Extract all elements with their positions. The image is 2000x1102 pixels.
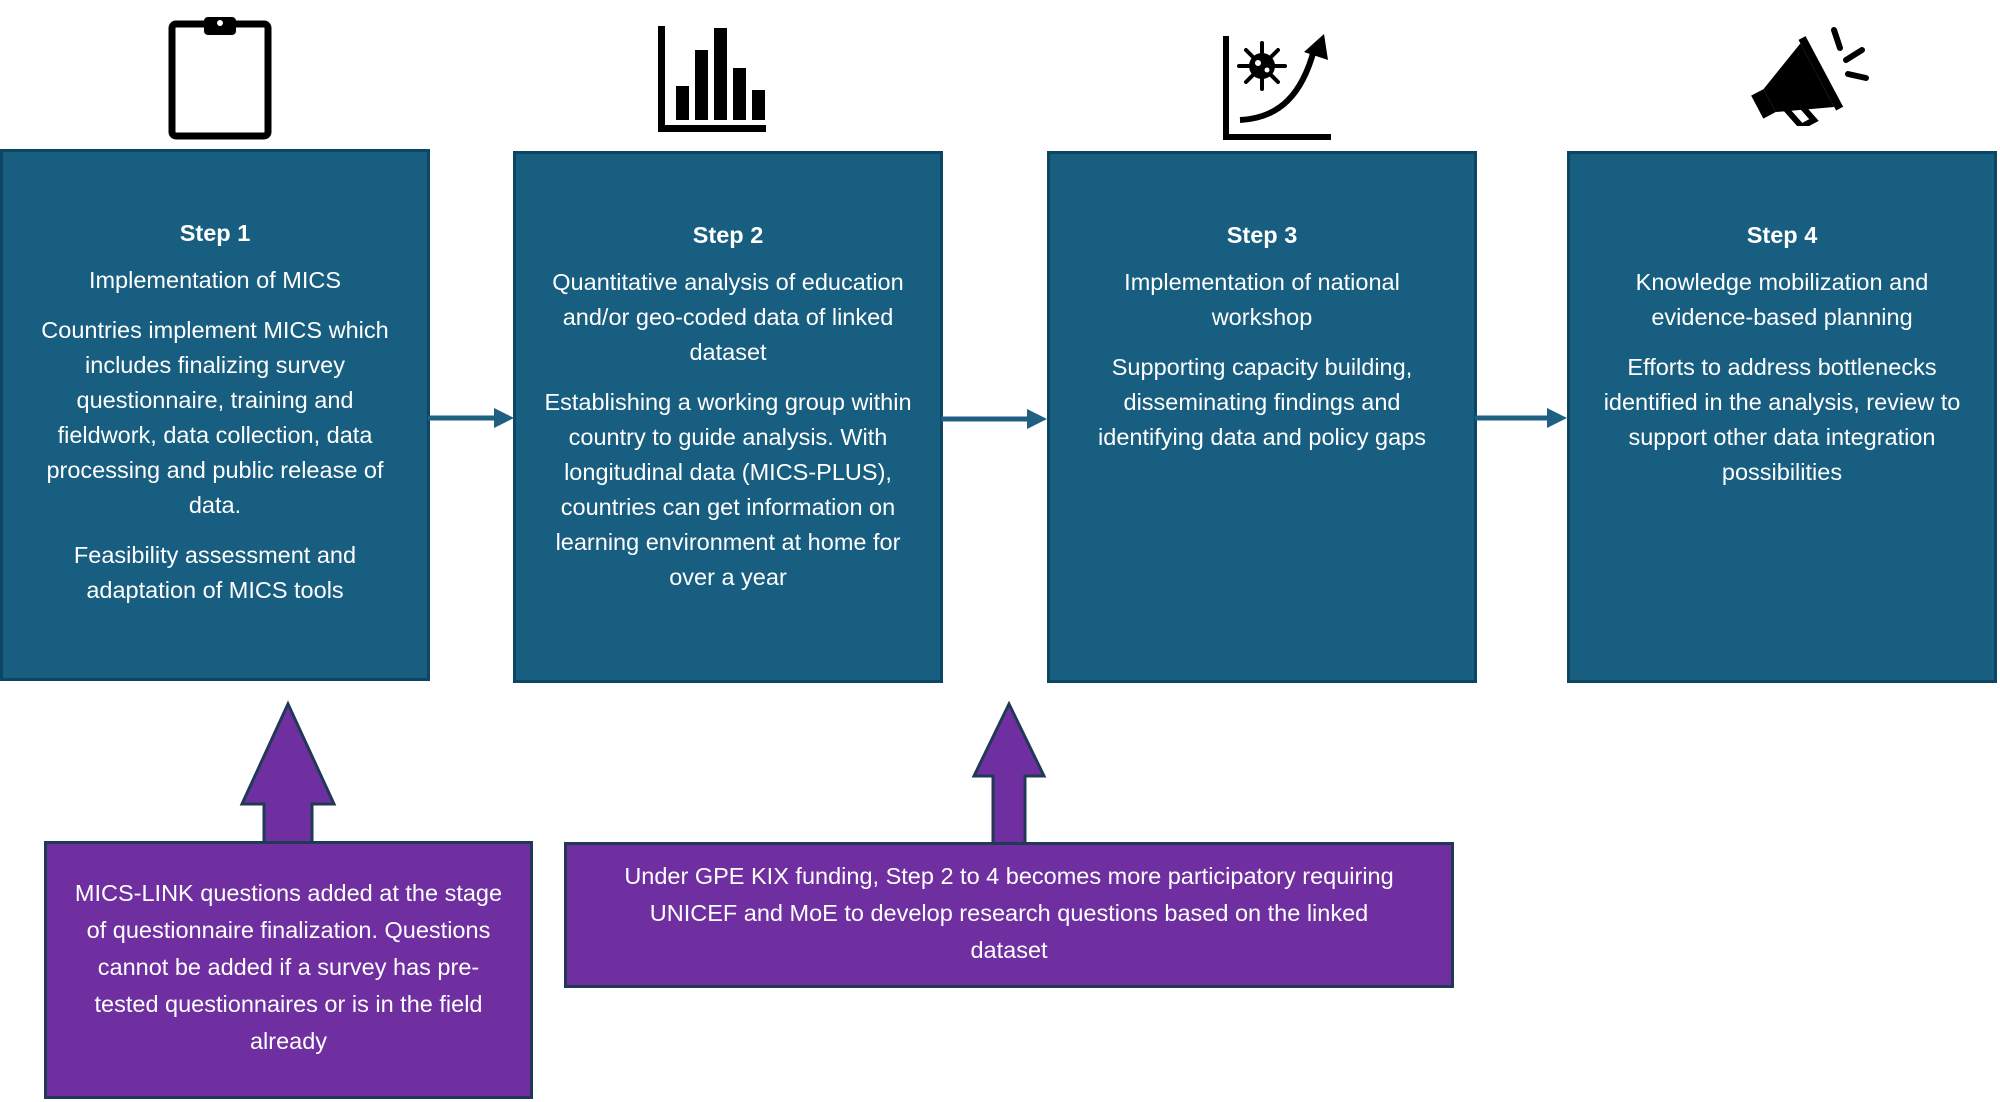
connector-arrow-2-3 (941, 409, 1047, 429)
connector-arrow-1-2 (428, 408, 514, 428)
clipboard-icon (168, 14, 272, 140)
step-1-box: Step 1 Implementation of MICS Countries … (0, 149, 430, 681)
megaphone-icon (1740, 26, 1870, 126)
step-2-body: Establishing a working group within coun… (544, 389, 912, 590)
step-2-subtitle: Quantitative analysis of education and/o… (552, 269, 904, 365)
bar-chart-icon (656, 26, 768, 134)
up-arrow-step-1 (239, 700, 337, 846)
gpe-kix-callout-text: Under GPE KIX funding, Step 2 to 4 becom… (624, 863, 1394, 963)
mics-link-callout: MICS-LINK questions added at the stage o… (44, 841, 533, 1099)
step-3-box: Step 3 Implementation of national worksh… (1047, 151, 1477, 683)
step-1-note: Feasibility assessment and adaptation of… (73, 542, 357, 603)
step-4-title: Step 4 (1746, 222, 1818, 248)
mics-link-callout-text: MICS-LINK questions added at the stage o… (74, 880, 503, 1054)
step-1-subtitle: Implementation of MICS (88, 267, 342, 293)
gpe-kix-callout: Under GPE KIX funding, Step 2 to 4 becom… (564, 842, 1454, 988)
step-3-title: Step 3 (1226, 222, 1298, 248)
connector-arrow-3-4 (1475, 408, 1567, 428)
step-4-body: Efforts to address bottlenecks identifie… (1603, 354, 1961, 485)
step-2-box: Step 2 Quantitative analysis of educatio… (513, 151, 943, 683)
step-3-body: Supporting capacity building, disseminat… (1098, 354, 1426, 450)
step-2-title: Step 2 (692, 222, 764, 248)
up-arrow-step-2 (971, 700, 1047, 848)
step-1-body: Countries implement MICS which includes … (41, 317, 389, 518)
step-3-subtitle: Implementation of national workshop (1124, 269, 1400, 330)
step-1-title: Step 1 (179, 220, 251, 246)
growth-chart-icon (1220, 32, 1334, 142)
step-4-subtitle: Knowledge mobilization and evidence-base… (1635, 269, 1929, 330)
step-4-box: Step 4 Knowledge mobilization and eviden… (1567, 151, 1997, 683)
